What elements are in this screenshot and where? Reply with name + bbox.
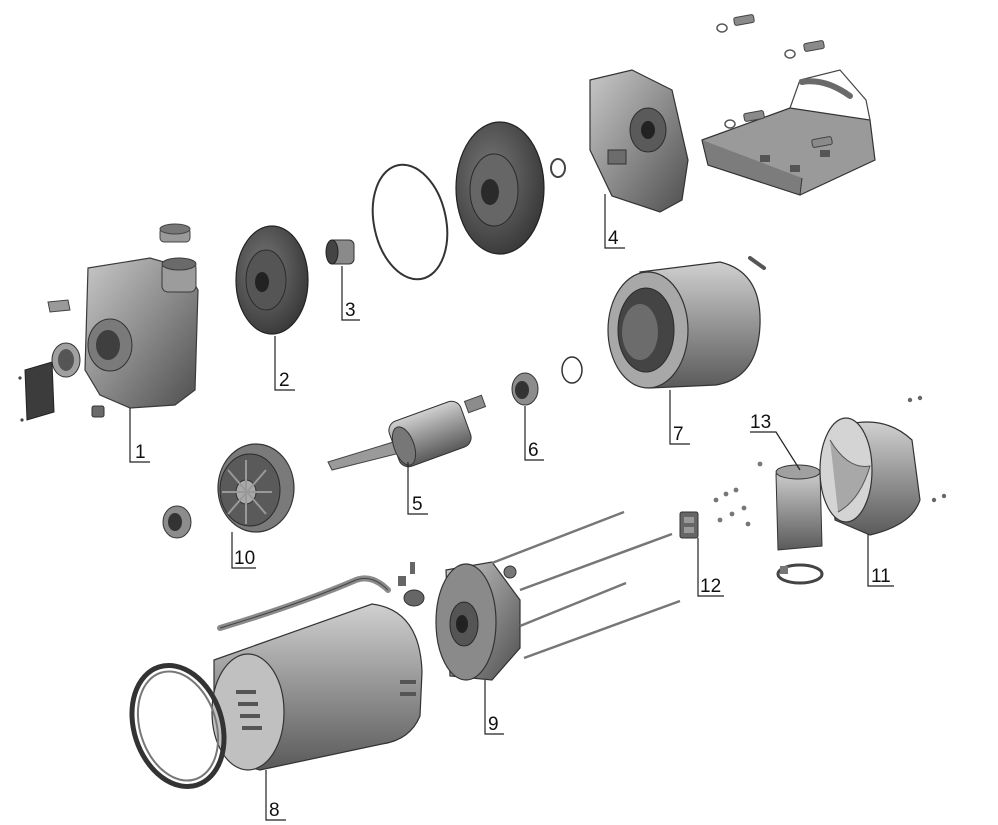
callout-8: 8 bbox=[265, 770, 286, 821]
rear-bearing-part bbox=[162, 505, 192, 539]
callout-1: 1 bbox=[129, 408, 150, 463]
callout-11: 11 bbox=[867, 534, 894, 587]
callout-2: 2 bbox=[274, 336, 295, 391]
o-ring-part bbox=[371, 163, 449, 281]
callout-5: 5 bbox=[407, 462, 428, 515]
callout-label-5: 5 bbox=[412, 494, 423, 515]
callout-10: 10 bbox=[231, 532, 256, 569]
callout-4: 4 bbox=[604, 194, 625, 249]
pump-casing-part bbox=[18, 223, 199, 422]
callout-label-13: 13 bbox=[750, 412, 771, 433]
motor-stator-part bbox=[607, 256, 766, 389]
callout-label-6: 6 bbox=[528, 440, 539, 461]
tie-rods-part bbox=[491, 510, 681, 660]
callout-label-4: 4 bbox=[608, 228, 619, 249]
seal-plate-part bbox=[455, 121, 566, 255]
motor-bracket-part bbox=[589, 69, 689, 213]
callout-13: 13 bbox=[750, 412, 801, 471]
callout-label-8: 8 bbox=[269, 800, 280, 821]
shaft-bushing-part bbox=[325, 239, 355, 265]
motor-housing-part bbox=[129, 562, 425, 790]
callout-label-1: 1 bbox=[135, 442, 146, 463]
callout-9: 9 bbox=[484, 680, 504, 735]
cooling-fan-part bbox=[217, 443, 295, 533]
front-bearing-part bbox=[511, 356, 583, 406]
callout-label-2: 2 bbox=[279, 370, 290, 391]
callout-label-10: 10 bbox=[234, 548, 255, 569]
callout-label-12: 12 bbox=[700, 576, 721, 597]
callout-label-3: 3 bbox=[345, 300, 356, 321]
fan-cover-part bbox=[819, 395, 947, 536]
callout-6: 6 bbox=[524, 406, 544, 461]
capacitor-part bbox=[775, 464, 824, 585]
callout-3: 3 bbox=[341, 266, 360, 321]
callout-7: 7 bbox=[669, 390, 690, 445]
rotor-shaft-part bbox=[327, 394, 487, 471]
callout-label-9: 9 bbox=[488, 714, 499, 735]
callout-label-7: 7 bbox=[673, 424, 684, 445]
end-shield-part bbox=[435, 561, 521, 681]
terminal-block-part bbox=[679, 461, 763, 539]
callout-12: 12 bbox=[697, 538, 724, 597]
callout-label-11: 11 bbox=[871, 566, 891, 587]
pump-cover-plate-part bbox=[235, 225, 309, 335]
mounting-base-part bbox=[701, 14, 876, 196]
